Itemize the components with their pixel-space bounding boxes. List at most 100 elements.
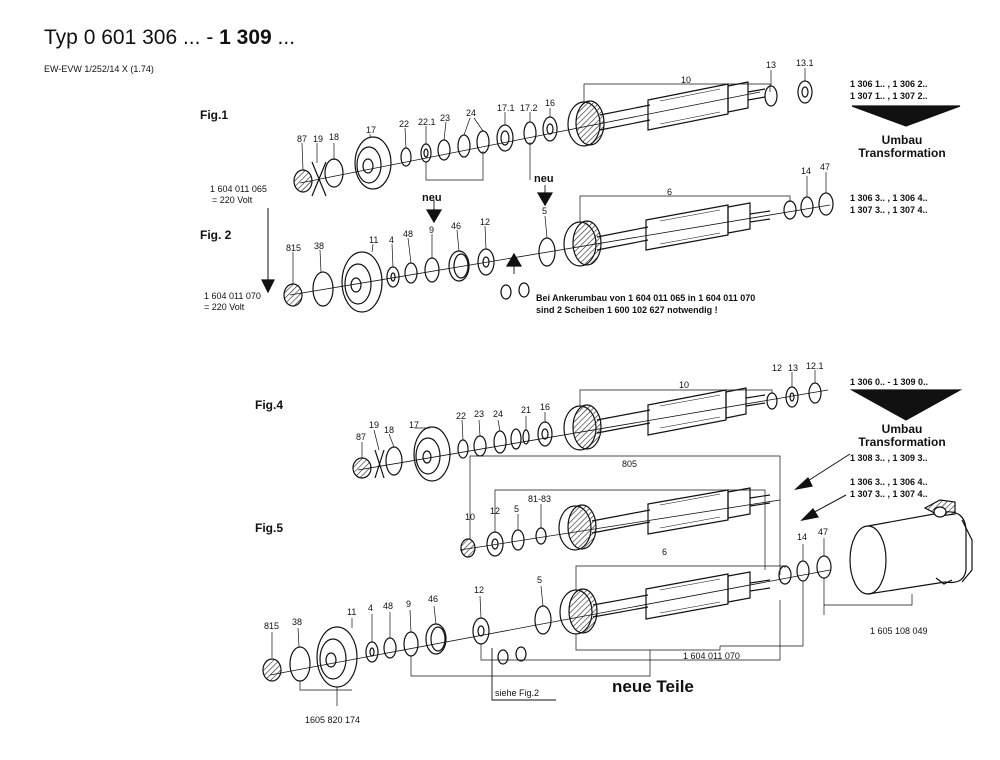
fig5-part-81-83 — [535, 527, 547, 545]
fig2-axis — [289, 204, 831, 296]
fig2-label-14: 14 — [801, 166, 812, 176]
fig1-part-18 — [324, 158, 344, 188]
fig5-label-5-upper: 5 — [514, 504, 520, 514]
fig5-part-10 — [460, 538, 476, 558]
type-codes-group-5: 1 306 3.. , 1 306 4.. 1 307 3.. , 1 307 … — [850, 477, 928, 499]
figure-label-2: Fig. 2 — [200, 228, 232, 242]
bearing-shield-partno: 1605 820 174 — [305, 715, 361, 725]
fig1-part-23 — [437, 139, 451, 161]
fig5-part-9 — [403, 631, 419, 657]
document-code: EW-EVW 1/252/14 X (1.74) — [44, 64, 154, 74]
fig2-part-9 — [424, 257, 440, 283]
fig1-label-13: 13 — [766, 60, 777, 70]
fig5-armature-upper — [558, 487, 771, 551]
fig5-label-9: 9 — [406, 599, 412, 609]
fig5-lower-axis — [269, 569, 831, 676]
housing-partno: 1 605 108 049 — [870, 626, 928, 636]
fig5-label-6: 6 — [662, 547, 668, 557]
fig2-label-46: 46 — [451, 221, 462, 231]
fig5-label-14: 14 — [797, 532, 808, 542]
type-codes-group-1: 1 306 1.. , 1 306 2.. 1 307 1.. , 1 307 … — [850, 79, 928, 101]
figure-label-1: Fig.1 — [200, 108, 229, 122]
fig5-part-11 — [316, 626, 358, 688]
fig4-label-17: 17 — [409, 420, 420, 430]
neue-teile-label: neue Teile — [612, 677, 694, 696]
fig2-armature-partno: 1 604 011 070 — [204, 291, 261, 301]
fig1-armature — [567, 81, 766, 147]
fig2-label-48: 48 — [403, 229, 414, 239]
fig1-label-17-1: 17.1 — [497, 103, 515, 113]
fig5-label-48: 48 — [383, 601, 394, 611]
fig1-label-13-1: 13.1 — [796, 58, 814, 68]
fig1-axis — [299, 91, 761, 184]
fig5-label-46: 46 — [428, 594, 439, 604]
fig1-label-23: 23 — [440, 113, 451, 123]
fig2-part-11 — [341, 251, 383, 313]
fig5-part-12-lower — [472, 617, 490, 645]
fig1-armature-voltage: = 220 Volt — [212, 195, 253, 205]
fig2-label-12: 12 — [480, 217, 491, 227]
fig1-part-13 — [764, 85, 778, 107]
fig2-label-4: 4 — [389, 235, 395, 245]
fig5-armature-lower — [559, 571, 771, 635]
fig4-part-16 — [537, 421, 553, 447]
fig4-label-21: 21 — [521, 405, 532, 415]
figure-label-4: Fig.4 — [255, 398, 284, 412]
fig2-armature-voltage: = 220 Volt — [204, 302, 245, 312]
fig4-label-23: 23 — [474, 409, 485, 419]
fig1-part-22 — [400, 147, 412, 167]
fig1-label-16: 16 — [545, 98, 556, 108]
fig5-label-4: 4 — [368, 603, 374, 613]
fig5-part-46 — [425, 623, 447, 655]
fig1-part-17 — [354, 136, 392, 190]
fig1-label-19: 19 — [313, 134, 324, 144]
fig1-label-87: 87 — [297, 134, 308, 144]
fig5-label-10: 10 — [465, 512, 476, 522]
fig1-label-18: 18 — [329, 132, 340, 142]
conversion-note: Bei Ankerumbau von 1 604 011 065 in 1 60… — [536, 293, 756, 315]
fig4-label-16: 16 — [540, 402, 551, 412]
umbau-arrow-1 — [851, 105, 961, 127]
fig1-label-10: 10 — [681, 75, 692, 85]
fig2-label-11: 11 — [369, 235, 379, 245]
figure-label-5: Fig.5 — [255, 521, 284, 535]
fig5-label-47: 47 — [818, 527, 829, 537]
fig5-upper-axis — [459, 499, 781, 551]
siehe-fig2-note: siehe Fig.2 — [495, 688, 540, 698]
motor-housing — [849, 499, 973, 595]
fig1-part-17-2 — [523, 121, 537, 145]
umbau-label-1: Umbau Transformation — [858, 133, 946, 160]
umbau-arrow-2 — [849, 389, 963, 421]
fig2-label-38: 38 — [314, 241, 325, 251]
fig4-label-12-1: 12.1 — [806, 361, 824, 371]
fig1-part-87 — [293, 169, 313, 193]
type-codes-group-3: 1 306 0.. - 1 309 0.. — [850, 377, 929, 387]
fig4-part-18 — [385, 446, 403, 476]
fig4-label-19: 19 — [369, 420, 380, 430]
fig2-label-47: 47 — [820, 162, 831, 172]
fig1-label-24: 24 — [466, 108, 477, 118]
fig2-part-14 — [783, 196, 814, 220]
fig5-label-815: 815 — [264, 621, 280, 631]
fig1-part-19 — [311, 161, 327, 197]
fig5-label-12-lower: 12 — [474, 585, 485, 595]
fig5-label-12-upper: 12 — [490, 506, 501, 516]
fig4-part-24 — [493, 428, 522, 454]
fig5-part-48 — [383, 637, 397, 659]
fig1-label-17-2: 17.2 — [520, 103, 538, 113]
fig4-part-12 — [766, 392, 778, 410]
fig5-label-38: 38 — [292, 617, 303, 627]
fig2-part-48 — [404, 262, 418, 284]
fig2-label-815: 815 — [286, 243, 302, 253]
fig4-part-22 — [457, 439, 469, 459]
fig4-label-22: 22 — [456, 411, 467, 421]
neu-label-left: neu — [422, 192, 442, 204]
fig5-part-14 — [778, 560, 810, 585]
fig2-armature — [563, 202, 771, 267]
armature-partno-new: 1 604 011 070 — [683, 651, 740, 661]
fig1-armature-partno: 1 604 011 065 — [210, 184, 267, 194]
fig5-part-815 — [262, 658, 282, 682]
fig1-part-17-1 — [496, 124, 514, 152]
